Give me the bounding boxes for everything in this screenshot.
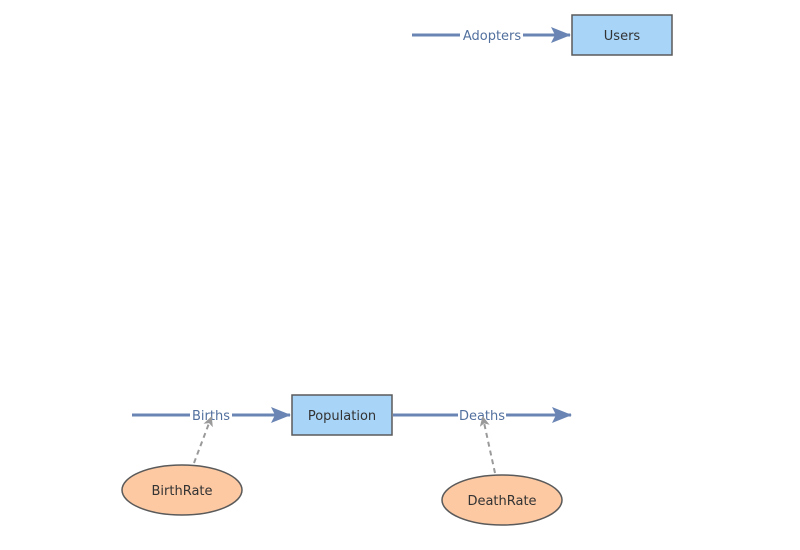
stock-population[interactable]: Population [291, 394, 393, 436]
stock-users-box [571, 14, 673, 56]
link-deathrate-deaths-line [479, 416, 496, 474]
stock-users[interactable]: Users [571, 14, 673, 56]
stock-population-label: Population [308, 409, 376, 424]
converter-deathrate-label: DeathRate [467, 494, 536, 509]
flow-deaths[interactable]: Deaths [393, 407, 572, 424]
converter-deathrate-shape [441, 474, 563, 526]
stock-population-box [291, 394, 393, 436]
converter-birthrate[interactable]: BirthRate [121, 464, 243, 516]
link-birthrate-to-births [193, 416, 213, 464]
stock-users-label: Users [604, 29, 641, 44]
flow-adopters[interactable]: Adopters [412, 27, 571, 44]
flow-adopters-label: Adopters [463, 29, 522, 44]
converter-birthrate-shape [121, 464, 243, 516]
converter-deathrate[interactable]: DeathRate [441, 474, 563, 526]
flow-births[interactable]: Births [132, 407, 291, 424]
link-birthrate-births-line [193, 416, 213, 464]
flow-deaths-label: Deaths [459, 409, 505, 424]
link-deathrate-to-deaths [479, 416, 496, 474]
converter-birthrate-label: BirthRate [151, 484, 212, 499]
flow-births-label: Births [192, 409, 230, 424]
